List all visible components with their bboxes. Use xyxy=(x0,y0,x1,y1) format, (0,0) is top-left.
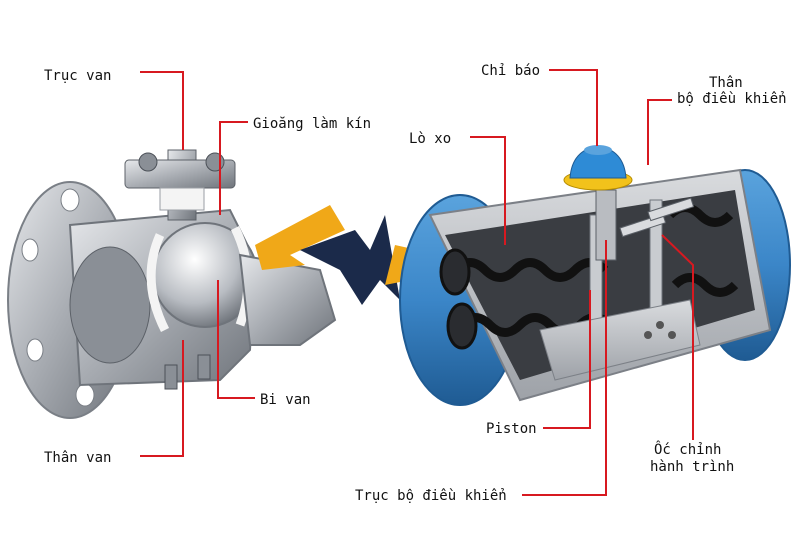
leader-than-bo-dieu-khien xyxy=(647,99,672,165)
spring-end xyxy=(439,248,471,296)
valve-bottom-bolt xyxy=(164,364,178,390)
actuator-port xyxy=(668,331,676,339)
label-than-bo-dieu-khien-2: bộ điều khiển xyxy=(677,91,787,107)
leader-truc-bo-dieu-khien xyxy=(522,240,607,496)
label-gioang-lam-kin: Gioăng làm kín xyxy=(253,116,372,132)
valve-flange-hole xyxy=(75,383,95,407)
leader-truc-van xyxy=(140,71,184,150)
actuator-port xyxy=(644,331,652,339)
logo-navy-arrow xyxy=(300,215,400,305)
label-chi-bao: Chỉ báo xyxy=(481,63,541,79)
valve-flange-hole xyxy=(60,188,80,212)
spring-end xyxy=(446,302,478,350)
label-than-van: Thân van xyxy=(44,450,112,466)
label-truc-van: Trục van xyxy=(44,68,112,84)
label-lo-xo: Lò xo xyxy=(409,131,452,147)
valve-bottom-bolt xyxy=(197,354,211,380)
actuator-front-face xyxy=(539,299,701,381)
valve-flange-hole xyxy=(21,238,39,262)
leader-lines xyxy=(140,69,694,496)
valve-gland xyxy=(159,187,205,211)
label-truc-bo-dieu-khien: Trục bộ điều khiển xyxy=(355,488,507,504)
leader-chi-bao xyxy=(549,69,598,146)
actuator-port xyxy=(656,321,664,329)
leader-bi-van xyxy=(217,280,255,399)
valve-gasket xyxy=(146,233,170,333)
actuator-stroke-screw xyxy=(647,197,695,222)
label-oc-chinh-1: Ốc chỉnh xyxy=(654,442,722,458)
pneumatic-actuator-illustration xyxy=(399,145,791,406)
valve-bolt xyxy=(138,152,158,172)
valve-right-flange xyxy=(238,253,337,346)
logo-yellow-bolt xyxy=(255,205,345,270)
valve-flange-hole xyxy=(26,338,44,362)
leader-oc-chinh xyxy=(661,234,694,440)
label-piston: Piston xyxy=(486,421,537,437)
ball-valve-illustration xyxy=(7,149,337,419)
actuator-indicator-top xyxy=(584,145,612,155)
label-than-bo-dieu-khien-1: Thân xyxy=(709,75,743,91)
valve-bolt xyxy=(205,152,225,172)
label-oc-chinh-2: hành trình xyxy=(650,459,735,475)
valve-bore xyxy=(69,246,151,364)
leader-piston xyxy=(543,290,591,429)
leader-than-van xyxy=(140,340,184,457)
label-bi-van: Bi van xyxy=(260,392,311,408)
leader-gioang-lam-kin xyxy=(219,121,248,215)
leader-lo-xo xyxy=(470,136,506,245)
